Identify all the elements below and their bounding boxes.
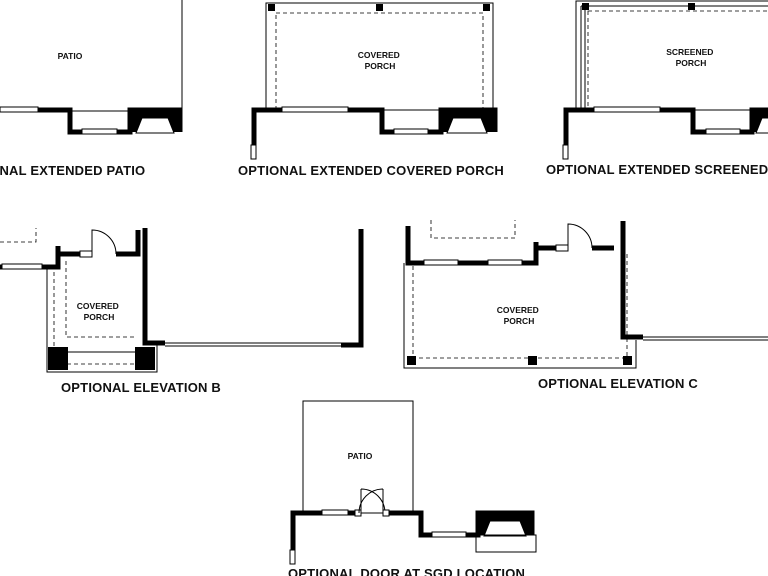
wall-opening: [643, 336, 768, 341]
sliding-door: [593, 106, 661, 113]
porch-column: [48, 347, 68, 370]
fireplace-hearth: [446, 117, 488, 134]
fireplace-hearth: [135, 117, 175, 134]
plan-caption: OPTIONAL DOOR AT SGD LOCATION: [288, 566, 525, 576]
room-label-line2: PORCH: [84, 312, 115, 322]
room-label: SCREENED PORCH: [666, 47, 716, 68]
room-label-line1: COVERED: [77, 301, 119, 311]
porch-outline: [46, 265, 158, 373]
window: [431, 531, 467, 538]
exterior-wall: [142, 228, 165, 346]
exterior-wall: [620, 221, 643, 340]
room-label: COVERED PORCH: [497, 305, 541, 326]
room-label: COVERED PORCH: [77, 301, 121, 322]
porch-post: [483, 4, 490, 11]
room-label-line1: SCREENED: [666, 47, 713, 57]
roof-line: [430, 220, 516, 239]
porch-outline: [403, 263, 637, 369]
window: [487, 259, 523, 266]
plan-caption: OPTIONAL ELEVATION B: [61, 380, 221, 395]
door-jamb: [555, 244, 569, 252]
exterior-wall: [55, 246, 80, 257]
porch-column: [135, 347, 155, 370]
hearth-pad: [475, 534, 537, 553]
plan-extended-patio: PATIO OPTIONAL EXTENDED PATIO: [0, 0, 183, 178]
plan-caption: OPTIONAL EXTENDED SCREENED PORCH: [546, 162, 768, 177]
wall-stub: [562, 144, 569, 160]
wall-stub: [289, 549, 296, 565]
patio-outline: [0, 0, 183, 112]
exterior-wall: [563, 107, 768, 145]
plan-elevation-b: COVERED PORCH OPTIONAL ELEVATION B: [0, 228, 364, 395]
room-label-line1: COVERED: [497, 305, 539, 315]
porch-post: [376, 4, 383, 11]
exterior-wall: [290, 510, 355, 550]
plan-extended-covered-porch: COVERED PORCH OPTIONAL EXTENDED COVERED …: [238, 2, 504, 178]
room-label: COVERED PORCH: [358, 50, 402, 71]
porch-beam-line: [412, 254, 628, 359]
room-label-line2: PORCH: [365, 61, 396, 71]
window: [705, 128, 741, 135]
door-swing: [358, 488, 384, 514]
window: [0, 106, 39, 113]
plan-caption: OPTIONAL EXTENDED PATIO: [0, 163, 145, 178]
window: [393, 128, 429, 135]
wall-stub: [250, 144, 257, 160]
door-jamb: [382, 509, 390, 517]
window: [321, 509, 349, 516]
fireplace-hearth: [483, 520, 527, 537]
room-label-line1: COVERED: [358, 50, 400, 60]
plan-door-at-sgd: PATIO OPTIONAL DOOR AT SGD LOCATION: [288, 400, 537, 576]
wall-opening: [165, 342, 345, 347]
porch-post: [688, 3, 695, 10]
fireplace-hearth: [755, 117, 768, 134]
plan-caption: OPTIONAL ELEVATION C: [538, 376, 698, 391]
porch-post: [528, 356, 537, 365]
door-swing: [567, 223, 593, 249]
window: [1, 263, 43, 270]
porch-post: [582, 3, 589, 10]
door-swing: [360, 488, 386, 514]
room-label-line2: PORCH: [676, 58, 707, 68]
porch-beam-line: [65, 261, 137, 338]
porch-beam-line: [587, 10, 768, 111]
door-swing: [91, 229, 117, 255]
sliding-door: [281, 106, 349, 113]
porch-post: [623, 356, 632, 365]
roof-line: [0, 228, 37, 243]
room-label-line2: PORCH: [504, 316, 535, 326]
exterior-wall: [341, 229, 364, 348]
door-jamb: [79, 250, 93, 258]
plan-extended-screened-porch: SCREENED PORCH OPTIONAL EXTENDED SCREENE…: [546, 0, 768, 177]
porch-post: [268, 4, 275, 11]
plan-caption: OPTIONAL EXTENDED COVERED PORCH: [238, 163, 504, 178]
room-label: PATIO: [58, 51, 83, 61]
exterior-wall: [116, 230, 141, 257]
window: [423, 259, 459, 266]
porch-post: [407, 356, 416, 365]
plan-elevation-c: COVERED PORCH OPTIONAL ELEVATION C: [403, 220, 768, 391]
room-label: PATIO: [348, 451, 373, 461]
exterior-wall: [405, 226, 539, 266]
door-jamb: [354, 509, 362, 517]
window: [81, 128, 118, 135]
